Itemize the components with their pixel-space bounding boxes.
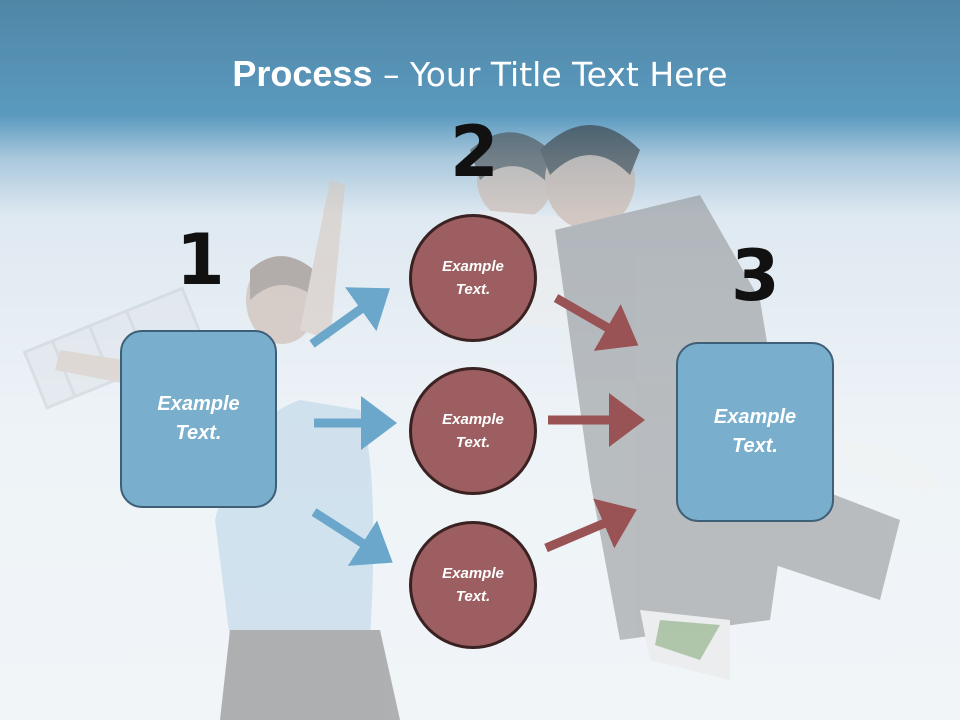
arrow-from-circle-3 <box>544 498 637 553</box>
arrow-from-circle-1 <box>553 294 639 351</box>
circle-1: Example Text. <box>409 214 537 342</box>
right-box: Example Text. <box>676 342 834 522</box>
title-bold: Process <box>232 53 373 94</box>
circle-3: Example Text. <box>409 521 537 649</box>
title-rest: – Your Title Text Here <box>372 55 728 94</box>
arrow-to-circle-1 <box>309 287 390 348</box>
circle-2: Example Text. <box>409 367 537 495</box>
circle-1-text: Example Text. <box>442 258 504 298</box>
arrow-to-circle-3 <box>311 508 393 566</box>
step-number-2: 2 <box>450 111 499 193</box>
step-number-1: 1 <box>176 219 225 301</box>
circle-3-text: Example Text. <box>442 565 504 605</box>
circle-2-text: Example Text. <box>442 411 504 451</box>
left-box-text: Example Text. <box>157 393 240 444</box>
right-box-text: Example Text. <box>713 406 797 457</box>
left-box: Example Text. <box>120 330 277 508</box>
step-number-3: 3 <box>731 235 780 317</box>
slide-title: Process – Your Title Text Here <box>0 52 960 97</box>
